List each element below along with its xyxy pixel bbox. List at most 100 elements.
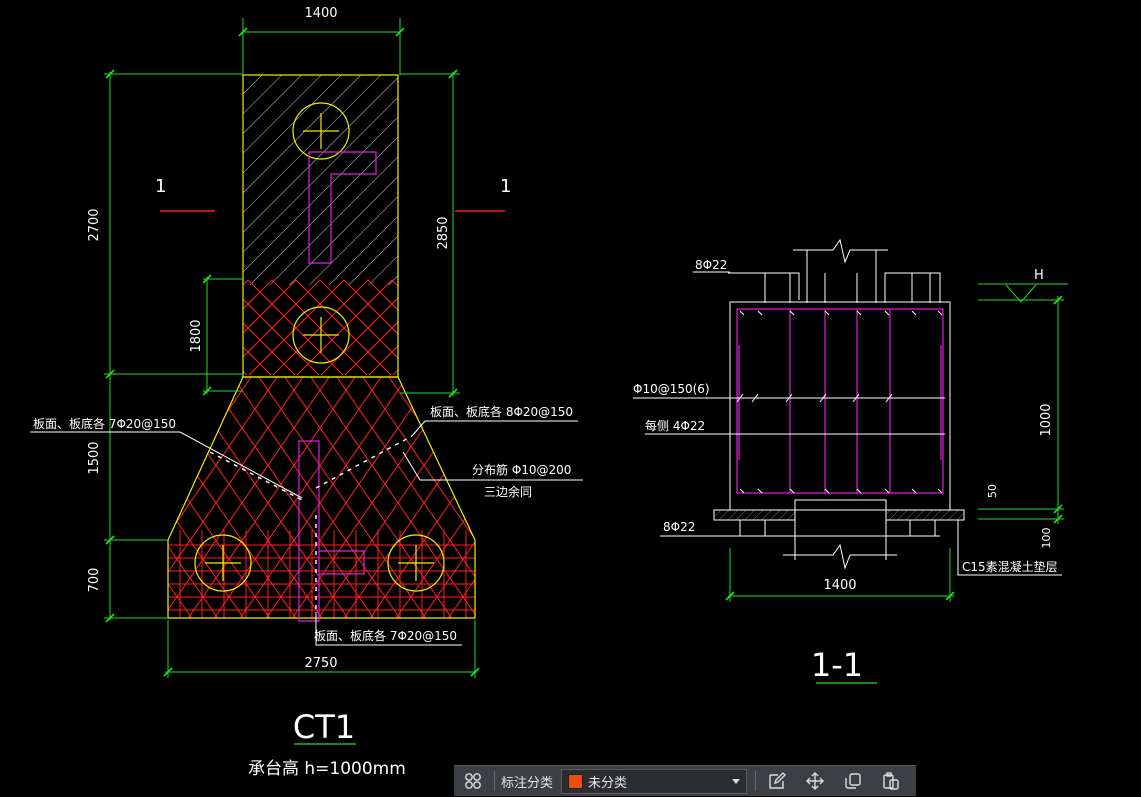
rebar-line (168, 377, 283, 618)
stirrup-ticks (736, 393, 893, 403)
rebar-line (512, 280, 632, 400)
section-dimension-lines (728, 283, 1068, 602)
chevron-down-icon (732, 778, 741, 784)
rebar-line (367, 279, 398, 311)
dim-left-inner: 1800 (189, 319, 204, 352)
dim-left-bottom: 700 (87, 568, 102, 593)
rebar-line (257, 377, 439, 618)
pile-circle (292, 306, 350, 364)
section-title: 1-1 (811, 646, 863, 684)
rebar-line (80, 280, 200, 400)
rebar-line (0, 370, 96, 630)
rebar-line (80, 280, 200, 400)
note-rebar-bottom: 板面、板底各 7Φ20@150 (314, 628, 457, 643)
rebar-line (464, 280, 584, 400)
dim-left-mid: 1500 (87, 441, 102, 474)
pile-section (794, 499, 887, 537)
rebar-line (596, 370, 776, 630)
pile-circle (194, 534, 252, 592)
pile-circle (387, 534, 445, 592)
rebar-line (0, 370, 100, 630)
section-mark-right: 1 (500, 176, 511, 197)
break-line-top (793, 238, 888, 264)
rebar-line (168, 377, 309, 618)
rebar-line (168, 377, 227, 618)
base-rebar-mesh (0, 370, 802, 630)
rebar-line (32, 280, 152, 400)
category-color-swatch (568, 773, 584, 789)
category-selected-value: 未分类 (588, 775, 628, 791)
rebar-line (168, 377, 279, 618)
rebar-line (175, 377, 357, 618)
top-rebar-bracket (728, 272, 800, 300)
section-view: 8Φ22 Φ10@150(6) 每侧 4Φ22 8Φ22 H 1000 50 1… (633, 238, 1068, 684)
rebar-line (0, 370, 18, 630)
paste-icon[interactable] (872, 766, 910, 797)
leader-lines (30, 420, 583, 646)
rebar-line (335, 377, 475, 618)
section-dim-50: 50 (986, 484, 999, 498)
section-cap-outline (729, 301, 951, 511)
rebar-line (168, 377, 305, 618)
rebar-line (179, 377, 361, 618)
dim-left-total: 2700 (87, 208, 102, 241)
section-dim-width: 1400 (823, 578, 856, 593)
rebar-line (253, 377, 435, 618)
rebar-line (272, 279, 369, 375)
rebar-line (305, 377, 475, 618)
rebar-line (56, 280, 176, 400)
plan-dimension-lines (104, 18, 477, 678)
rebar-line (205, 377, 387, 618)
edit-icon[interactable] (758, 766, 796, 797)
rebar-line (0, 370, 148, 630)
annotation-category-label: 标注分类 (501, 775, 554, 791)
rebar-line (0, 370, 152, 630)
cushion-layer-right (885, 509, 965, 521)
rebar-line (168, 377, 201, 618)
note-rebar-right: 板面、板底各 8Φ20@150 (430, 404, 573, 419)
rebar-line (387, 377, 475, 618)
rebar-line (566, 370, 746, 630)
rebar-line (104, 280, 224, 400)
rebar-line (464, 280, 584, 400)
rebar-line (416, 280, 536, 400)
copy-icon[interactable] (834, 766, 872, 797)
note-distribution: 分布筋 Φ10@200 (472, 462, 571, 477)
rebar-line (357, 377, 475, 618)
rebar-line (439, 377, 475, 618)
pile-circle (292, 102, 350, 160)
rebar-line (231, 377, 413, 618)
rebar-line (391, 279, 398, 287)
rebar-line (168, 377, 231, 618)
rebar-line (0, 370, 48, 630)
rebar-line (0, 370, 126, 630)
rebar-line (168, 377, 335, 618)
rebar-line (104, 280, 224, 400)
cushion-layer-left (713, 509, 796, 521)
column-rebar-mesh (32, 279, 632, 400)
rebar-line (416, 280, 536, 400)
rebar-line (440, 280, 560, 400)
column-section-shapes (298, 151, 377, 622)
grid-icon[interactable] (454, 766, 492, 797)
dimension-ticks (105, 27, 480, 677)
section-mark-left: 1 (155, 176, 166, 197)
toolbar-separator (755, 771, 757, 791)
rebar-line (488, 280, 608, 400)
rebar-line (622, 370, 802, 630)
move-icon[interactable] (796, 766, 834, 797)
annotation-category-select[interactable]: 未分类 (561, 768, 748, 794)
plan-subtitle: 承台高 h=1000mm (248, 759, 406, 779)
rebar-line (570, 370, 750, 630)
section-rebar-dots (739, 310, 943, 494)
rebar-line (343, 279, 398, 335)
rebar-line (168, 377, 331, 618)
plan-view: 1 1 (0, 6, 802, 779)
rebar-line (248, 279, 345, 375)
label-top-bars: 8Φ22 (695, 258, 727, 272)
section-rebar-cage (736, 308, 944, 494)
rebar-line (361, 377, 475, 618)
label-elevation-h: H (1034, 268, 1044, 283)
rebar-line (243, 279, 297, 334)
